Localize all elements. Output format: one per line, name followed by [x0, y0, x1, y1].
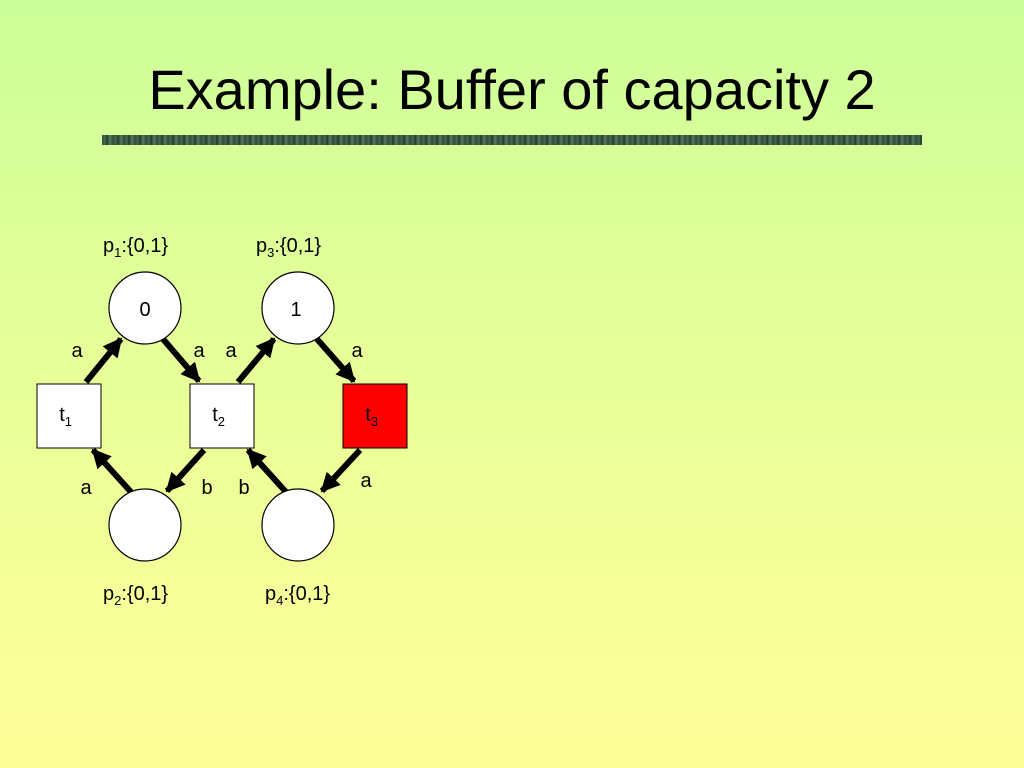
- arc-t2-p2: [164, 447, 207, 494]
- place-p1-label-name: p: [103, 235, 114, 257]
- arc-t2-p3: [235, 337, 277, 384]
- transition-t1-name: t: [59, 404, 65, 426]
- transition-t2: t2: [189, 383, 255, 449]
- place-p4-label: p4:{0,1}: [265, 583, 330, 608]
- transition-t3: t3: [342, 383, 408, 449]
- place-p4-label-domain: :{0,1}: [283, 583, 330, 605]
- place-p2-label: p2:{0,1}: [103, 583, 168, 608]
- slide-title: Example: Buffer of capacity 2: [148, 58, 876, 121]
- transition-t2-box: [189, 383, 255, 449]
- place-p1-token: 0: [139, 299, 150, 321]
- arc-t3-p4: [319, 447, 363, 494]
- svg-text:t2: t2: [212, 404, 225, 429]
- place-p3-label-name: p: [256, 235, 267, 257]
- arc-t1-p1: [83, 337, 124, 384]
- arcs: [83, 337, 363, 495]
- transition-t2-index: 2: [218, 414, 225, 429]
- arc-label-t2-p2: b: [201, 477, 212, 499]
- place-p2-label-name: p: [103, 583, 114, 605]
- svg-text:t3: t3: [365, 404, 378, 429]
- arc-label-t2-p3: a: [225, 340, 237, 362]
- arc-label-p1-t2: a: [193, 340, 205, 362]
- transition-t1-box: [36, 383, 102, 449]
- title-underline: [102, 135, 922, 145]
- place-p4-label-index: 4: [276, 593, 283, 608]
- place-p3: 1: [261, 271, 335, 345]
- transition-t3-index: 3: [371, 414, 378, 429]
- place-p3-label: p3:{0,1}: [256, 235, 321, 260]
- place-p4-label-name: p: [265, 583, 276, 605]
- transition-t1: t1: [36, 383, 102, 449]
- arc-p4-t2: [245, 447, 289, 495]
- arc-label-t1-p1: a: [71, 340, 83, 362]
- transition-t3-box: [342, 383, 408, 449]
- transition-t3-name: t: [365, 404, 371, 426]
- place-p3-label-index: 3: [267, 245, 274, 260]
- place-p2-label-index: 2: [114, 593, 121, 608]
- place-p2: [108, 488, 182, 562]
- arc-label-p3-t3: a: [351, 340, 363, 362]
- place-p3-token: 1: [290, 299, 301, 321]
- arc-label-t3-p4: a: [360, 470, 372, 492]
- arc-p2-t1: [90, 447, 134, 495]
- place-p1-label: p1:{0,1}: [103, 235, 168, 260]
- svg-text:t1: t1: [59, 404, 72, 429]
- arc-label-p4-t2: b: [238, 477, 249, 499]
- place-p4: [261, 488, 335, 562]
- arc-label-p2-t1: a: [80, 477, 92, 499]
- place-p1-label-domain: :{0,1}: [121, 235, 168, 257]
- place-p1-label-index: 1: [114, 245, 121, 260]
- transition-t1-index: 1: [65, 414, 72, 429]
- arc-p3-t3: [314, 337, 357, 383]
- arc-p1-t2: [160, 337, 202, 383]
- transition-t2-name: t: [212, 404, 218, 426]
- place-p1: 0: [108, 271, 182, 345]
- place-p2-label-domain: :{0,1}: [121, 583, 168, 605]
- place-p3-label-domain: :{0,1}: [274, 235, 321, 257]
